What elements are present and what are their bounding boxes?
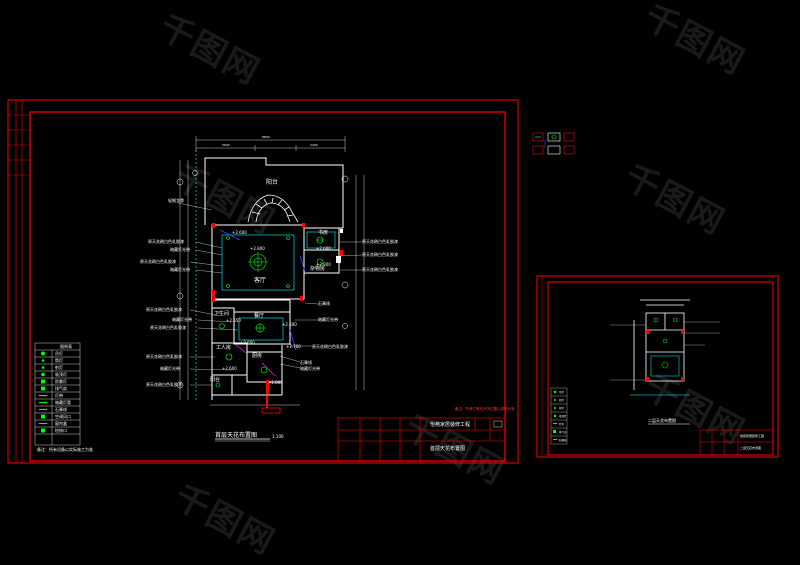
legend-table (34, 342, 81, 446)
sheet2-project-name: 怡苑家居装修工程 (740, 434, 765, 438)
grid-bubbles (176, 170, 349, 389)
callout-left: 暗藏灯光带 (172, 317, 192, 322)
plan-scale: 1:100 (272, 434, 284, 439)
sheet2-legend (550, 387, 568, 445)
legend-title: 图例表 (60, 344, 72, 349)
ceiling-troughs (195, 150, 336, 400)
legend-row: 排气扇 (55, 386, 67, 391)
sheet2-legend-row: 射灯 (559, 407, 565, 410)
callout-right: 暗藏灯光带 (300, 366, 320, 371)
sheet2-inner-frame (547, 281, 774, 456)
sheet2-outer-frame (536, 275, 779, 458)
room-label-dining: 餐厅 (254, 313, 265, 319)
sheet1-inner-frame (29, 111, 506, 462)
sheet2-legend-row: 排气扇 (559, 431, 567, 434)
room-label-balcony: 阳台 (266, 179, 279, 186)
legend-row: 暗藏灯管 (55, 400, 71, 405)
callout-left: 原天花刷白色乳胶漆 (140, 259, 176, 264)
sheet1-title-block (337, 417, 506, 462)
stair (247, 194, 299, 223)
room-label-kitchen: 厨房 (252, 353, 263, 359)
legend-row: 石膏线 (55, 407, 67, 412)
legend-row: 窗帘盒 (55, 421, 67, 426)
sheet2-plan-title: 二层天花布置图 (648, 418, 676, 423)
room-label-bath: 卫生间 (214, 311, 230, 317)
level-tag: +2.600 (282, 322, 297, 327)
svg-text:8800: 8800 (262, 135, 270, 139)
room-label-living: 客厅 (254, 277, 267, 284)
sheet2-legend-row: 吊灯 (559, 391, 565, 394)
legend-row: 防雾灯 (55, 379, 67, 384)
sheet2-drawing-name: 二层天花布置图 (740, 446, 762, 450)
callout-left: 暗藏灯光带 (160, 366, 180, 371)
plan-title: 首层天花布置图 (215, 432, 258, 439)
symbol-group (532, 132, 575, 155)
sheet2-legend-row: 吸顶灯 (559, 415, 567, 418)
callout-right: 暗藏灯光带 (318, 317, 338, 322)
svg-text:3600: 3600 (222, 143, 230, 147)
sheet2-legend-row: 灯带 (559, 423, 565, 426)
legend-row: 空调风口 (55, 414, 71, 419)
callout-right: 原天花刷白色乳胶漆 (312, 344, 348, 349)
legend-row: 吊灯 (55, 351, 63, 356)
callout-left: 原天花刷白色乳胶漆 (150, 325, 186, 330)
room-label-storage: 杂物房 (310, 266, 326, 272)
dimension-lines (179, 136, 365, 406)
legend-row: 筒灯 (55, 358, 63, 363)
callout-right: 原天花刷白色乳胶漆 (362, 267, 398, 272)
sheet1-outer-frame (7, 99, 519, 464)
level-tag: +2.600 (316, 246, 331, 251)
sheet2-legend-row: 筒灯 (559, 399, 565, 402)
callout-left: 暗藏灯光带 (170, 247, 190, 252)
callout-right: 原天花刷白色乳胶漆 (362, 239, 398, 244)
leader-lines (177, 202, 363, 386)
callout-left: 原天花刷白色乳胶漆 (146, 307, 182, 312)
level-tag: +2.600 (232, 230, 247, 235)
red-note: 备注：所有灯具及开关位置以现场为准 (455, 407, 515, 411)
callout-left: 原天花刷白色乳胶漆 (148, 239, 184, 244)
room-label-worker: 工人房 (216, 345, 232, 351)
callout-right: 石膏线 (318, 301, 330, 306)
drawing-name: 首层天花布置图 (430, 446, 466, 452)
columns (212, 223, 343, 414)
level-tag: +2.800 (240, 340, 255, 345)
room-label-study: 书房 (318, 230, 329, 236)
legend-row: 吸顶灯 (55, 372, 67, 377)
level-tag: +2.600 (222, 366, 237, 371)
level-tag: +2.650 (226, 318, 241, 323)
callout-right: 石膏线 (300, 360, 312, 365)
level-tag: +2.800 (316, 262, 331, 267)
sheet2-title-block (699, 429, 774, 456)
callout-left: 原天花刷白色乳胶漆 (146, 382, 182, 387)
level-tag: +2.700 (286, 344, 301, 349)
level-tag: +2.800 (268, 380, 283, 385)
light-fixtures (215, 236, 324, 388)
room-label-balcony-bottom: 阳台 (210, 377, 221, 383)
callout-left: 暗藏灯光带 (170, 267, 190, 272)
callout-left: 原天花刷白色乳胶漆 (146, 354, 182, 359)
sheet2-floor-plan (633, 299, 690, 390)
svg-text:2400: 2400 (310, 143, 318, 147)
callout-left: 轻钢龙骨 (168, 198, 184, 203)
legend-row: 射灯 (55, 365, 63, 370)
sheet1-note: 备注：所有设备以实际施工为准 (37, 447, 93, 452)
wiring (219, 229, 307, 377)
project-name: 怡苑家居装修工程 (430, 422, 471, 428)
legend-symbols (39, 351, 47, 433)
legend-row: 检修口 (55, 428, 67, 433)
floor-plan-walls (204, 157, 344, 400)
sheet2-legend-row: 石膏线 (559, 439, 567, 442)
level-tag: +2.800 (250, 246, 265, 251)
legend-row: 灯带 (55, 393, 63, 398)
callout-right: 原天花刷白色乳胶漆 (362, 252, 398, 257)
